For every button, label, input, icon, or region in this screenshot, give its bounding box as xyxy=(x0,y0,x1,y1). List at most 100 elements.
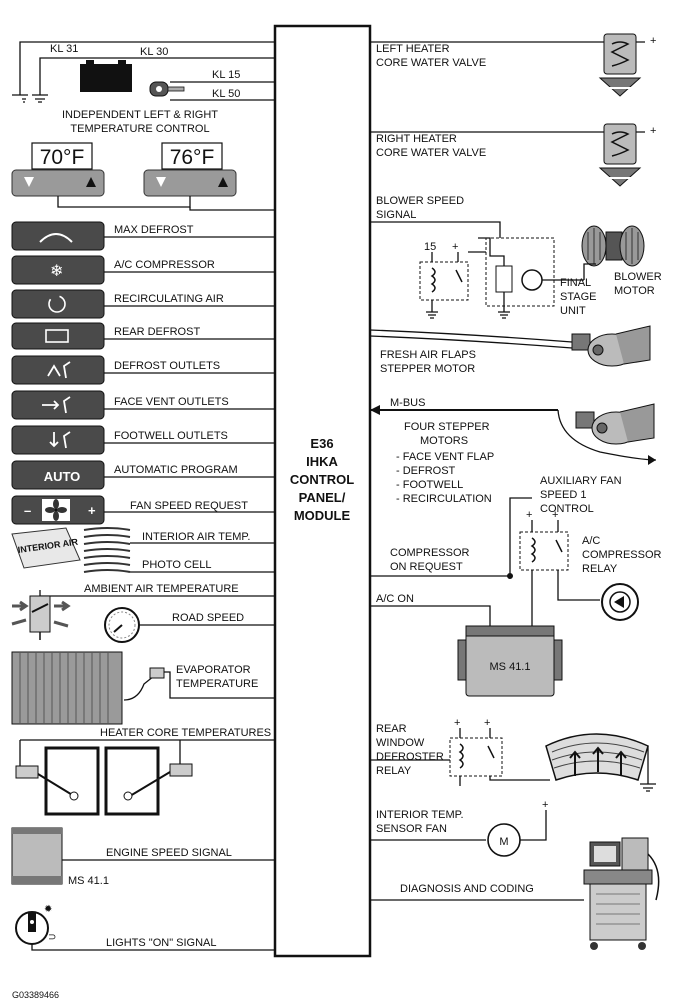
compressor-request-label-1: COMPRESSOR xyxy=(390,547,470,559)
max-defrost-label: MAX DEFROST xyxy=(114,224,194,236)
temp-control-title-1: INDEPENDENT LEFT & RIGHT xyxy=(62,109,218,121)
right-heater-valve-icon xyxy=(598,123,642,187)
aux-fan-label-2: SPEED 1 xyxy=(540,489,586,501)
recirculating-air-button[interactable] xyxy=(11,289,105,319)
heater-core-left-icon xyxy=(15,740,100,816)
blower-motor-label-1: BLOWER xyxy=(614,271,662,283)
blower-speed-label-1: BLOWER SPEED xyxy=(376,195,464,207)
footwell-outlets-button[interactable] xyxy=(11,425,105,455)
evaporator-temp-label-2: TEMPERATURE xyxy=(176,678,258,690)
stepper-item-face-vent: - FACE VENT FLAP xyxy=(396,451,494,463)
blower-relay-icon xyxy=(419,252,469,319)
windshield-defrost-icon xyxy=(39,233,73,243)
blower-motor-label-2: MOTOR xyxy=(614,285,655,297)
max-defrost-button[interactable] xyxy=(11,221,105,251)
battery-icon xyxy=(80,64,132,92)
defrost-outlets-label: DEFROST OUTLETS xyxy=(114,360,220,372)
rear-window-label-3: DEFROSTER xyxy=(376,751,444,763)
face-vent-icon xyxy=(42,396,71,414)
left-heater-valve-icon xyxy=(598,33,642,97)
fresh-air-label-2: STEPPER MOTOR xyxy=(380,363,475,375)
kl30-label: KL 30 xyxy=(140,46,168,58)
left-temp-display xyxy=(31,142,93,170)
final-stage-label-2: STAGE xyxy=(560,291,596,303)
ac-relay-label-3: RELAY xyxy=(582,563,618,575)
rear-defrost-label: REAR DEFROST xyxy=(114,326,200,338)
figure-code: G03389466 xyxy=(12,990,59,1000)
left-temp-value: 70°F xyxy=(40,146,85,169)
ms411-right-label: MS 41.1 xyxy=(490,661,531,673)
ac-on-label: A/C ON xyxy=(376,593,414,605)
engine-speed-signal-label: ENGINE SPEED SIGNAL xyxy=(106,847,232,859)
interior-air-sensor: INTERIOR AIR xyxy=(11,527,131,573)
rear-relay-plus-2: + xyxy=(484,717,490,729)
kl50-label: KL 50 xyxy=(212,88,240,100)
light-switch-icon: ✹ ⊃ xyxy=(15,904,56,945)
kl15-label: KL 15 xyxy=(212,69,240,81)
fan-motor-plus: + xyxy=(542,799,548,811)
motor-m-label: M xyxy=(499,836,508,848)
defrost-outlet-icon xyxy=(47,361,71,379)
power-supply-section: KL 31 KL 30 KL 15 KL 50 xyxy=(12,41,275,103)
kl31-label: KL 31 xyxy=(50,43,78,55)
module-label-line-2: IHKA xyxy=(306,454,338,469)
diagnostic-tester-icon xyxy=(583,837,660,950)
center-control-module: E36 IHKA CONTROL PANEL/ MODULE xyxy=(273,24,372,958)
int-temp-fan-label-2: SENSOR FAN xyxy=(376,823,447,835)
rear-window-defrost-icon xyxy=(45,329,69,343)
stepper-item-defrost: - DEFROST xyxy=(396,465,456,477)
light-sun-icon: ✹ xyxy=(44,904,52,915)
relay-15-label: 15 xyxy=(424,241,436,253)
four-stepper-motor-icon xyxy=(575,403,655,445)
ac-relay-label-1: A/C xyxy=(582,535,600,547)
right-temp-value: 76°F xyxy=(170,146,215,169)
ms411-ecu-right-icon xyxy=(457,625,563,697)
temp-down-icon xyxy=(24,177,34,187)
ms411-left-label: MS 41.1 xyxy=(68,875,109,887)
right-temp-rocker-button[interactable] xyxy=(143,169,237,197)
snowflake-icon: ❄ xyxy=(50,263,63,280)
rear-defrost-button[interactable] xyxy=(11,322,105,350)
left-heater-label-2: CORE WATER VALVE xyxy=(376,57,486,69)
module-label-line-3: CONTROL xyxy=(290,472,354,487)
temp-down-icon xyxy=(156,177,166,187)
final-stage-label-3: UNIT xyxy=(560,305,586,317)
temp-control-title-2: TEMPERATURE CONTROL xyxy=(70,123,209,135)
ac-compressor-button[interactable] xyxy=(11,255,105,285)
fresh-air-label-1: FRESH AIR FLAPS xyxy=(380,349,476,361)
module-label-line-4: PANEL/ xyxy=(299,490,346,505)
recirculation-icon xyxy=(48,295,66,313)
ac-relay-plus-2: + xyxy=(552,509,558,521)
ac-relay-plus-1: + xyxy=(526,509,532,521)
right-heater-label-1: RIGHT HEATER xyxy=(376,133,457,145)
defrost-outlets-button[interactable] xyxy=(11,355,105,385)
photo-cell-label: PHOTO CELL xyxy=(142,559,212,571)
heater-core-temps-label: HEATER CORE TEMPERATURES xyxy=(100,727,271,739)
right-output-section: LEFT HEATER CORE WATER VALVE + RIGHT HEA… xyxy=(369,33,662,950)
temperature-control-section: INDEPENDENT LEFT & RIGHT TEMPERATURE CON… xyxy=(11,109,275,211)
auto-button-label: AUTO xyxy=(44,469,81,484)
face-vent-outlets-label: FACE VENT OUTLETS xyxy=(114,396,229,408)
temp-up-icon xyxy=(218,177,228,187)
heater-core-right-icon xyxy=(104,740,193,816)
rear-defroster-relay-icon xyxy=(449,728,550,786)
fan-plus-label: + xyxy=(88,503,96,518)
left-sensor-inputs: INTERIOR AIR INTERIOR AIR TEMP. PHOTO CE… xyxy=(11,527,275,951)
temp-up-icon xyxy=(86,177,96,187)
left-temp-rocker-button[interactable] xyxy=(11,169,105,197)
fan-speed-request-label: FAN SPEED REQUEST xyxy=(130,500,248,512)
evaporator-icon xyxy=(11,651,165,725)
ac-relay-label-2: COMPRESSOR xyxy=(582,549,662,561)
ac-compressor-label: A/C COMPRESSOR xyxy=(114,259,215,271)
speedometer-icon xyxy=(104,607,140,643)
aux-fan-label-1: AUXILIARY FAN xyxy=(540,475,622,487)
auto-button[interactable] xyxy=(11,460,105,490)
four-stepper-label-2: MOTORS xyxy=(420,435,468,447)
fan-minus-label: – xyxy=(24,503,31,518)
road-speed-label: ROAD SPEED xyxy=(172,612,244,624)
compressor-request-label-2: ON REQUEST xyxy=(390,561,463,573)
module-label-line-1: E36 xyxy=(310,436,333,451)
ac-compressor-relay-icon xyxy=(519,520,600,614)
footwell-outlets-label: FOOTWELL OUTLETS xyxy=(114,430,228,442)
left-valve-plus: + xyxy=(650,35,656,47)
